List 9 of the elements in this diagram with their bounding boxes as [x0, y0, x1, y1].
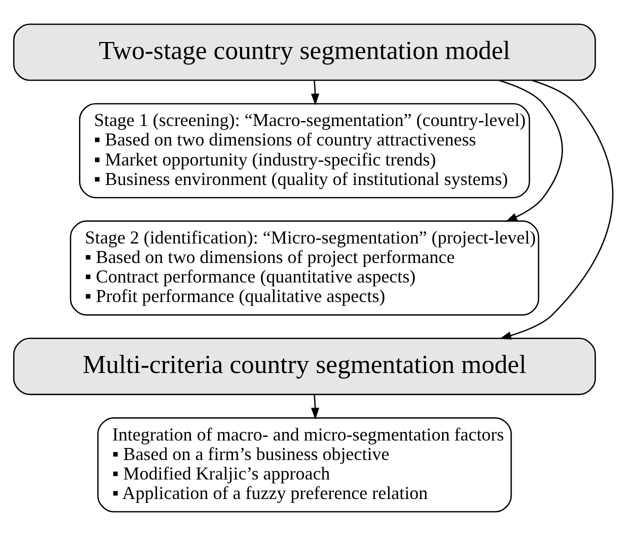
arrow: [311, 394, 320, 420]
node-box: Integration of macro- and micro-segmentation factors ▪ Based on a firm’s business objective ▪ Modified Kraljic’s approach ▪ Application of a fuzzy preference relation: [97, 417, 512, 512]
node-box: Two-stage country segmentation model: [13, 24, 596, 81]
arrow: [498, 80, 563, 222]
node-box: Multi-criteria country segmentation model: [13, 338, 596, 396]
node-box: Stage 1 (screening): “Macro-segmentation” (country-level) ▪ Based on two dimensions of country attractiveness ▪ Market opportunity (industry-specific trends) ▪ Business environment (quality of institutional systems): [79, 103, 530, 198]
node-box: Stage 2 (identification): “Micro-segmentation” (project-level) ▪ Based on two dimensions of project performance ▪ Contract performance (quantitative aspects) ▪ Profit performance (qualitative aspects): [70, 220, 540, 316]
arrow: [311, 80, 320, 106]
arrow: [500, 80, 614, 340]
